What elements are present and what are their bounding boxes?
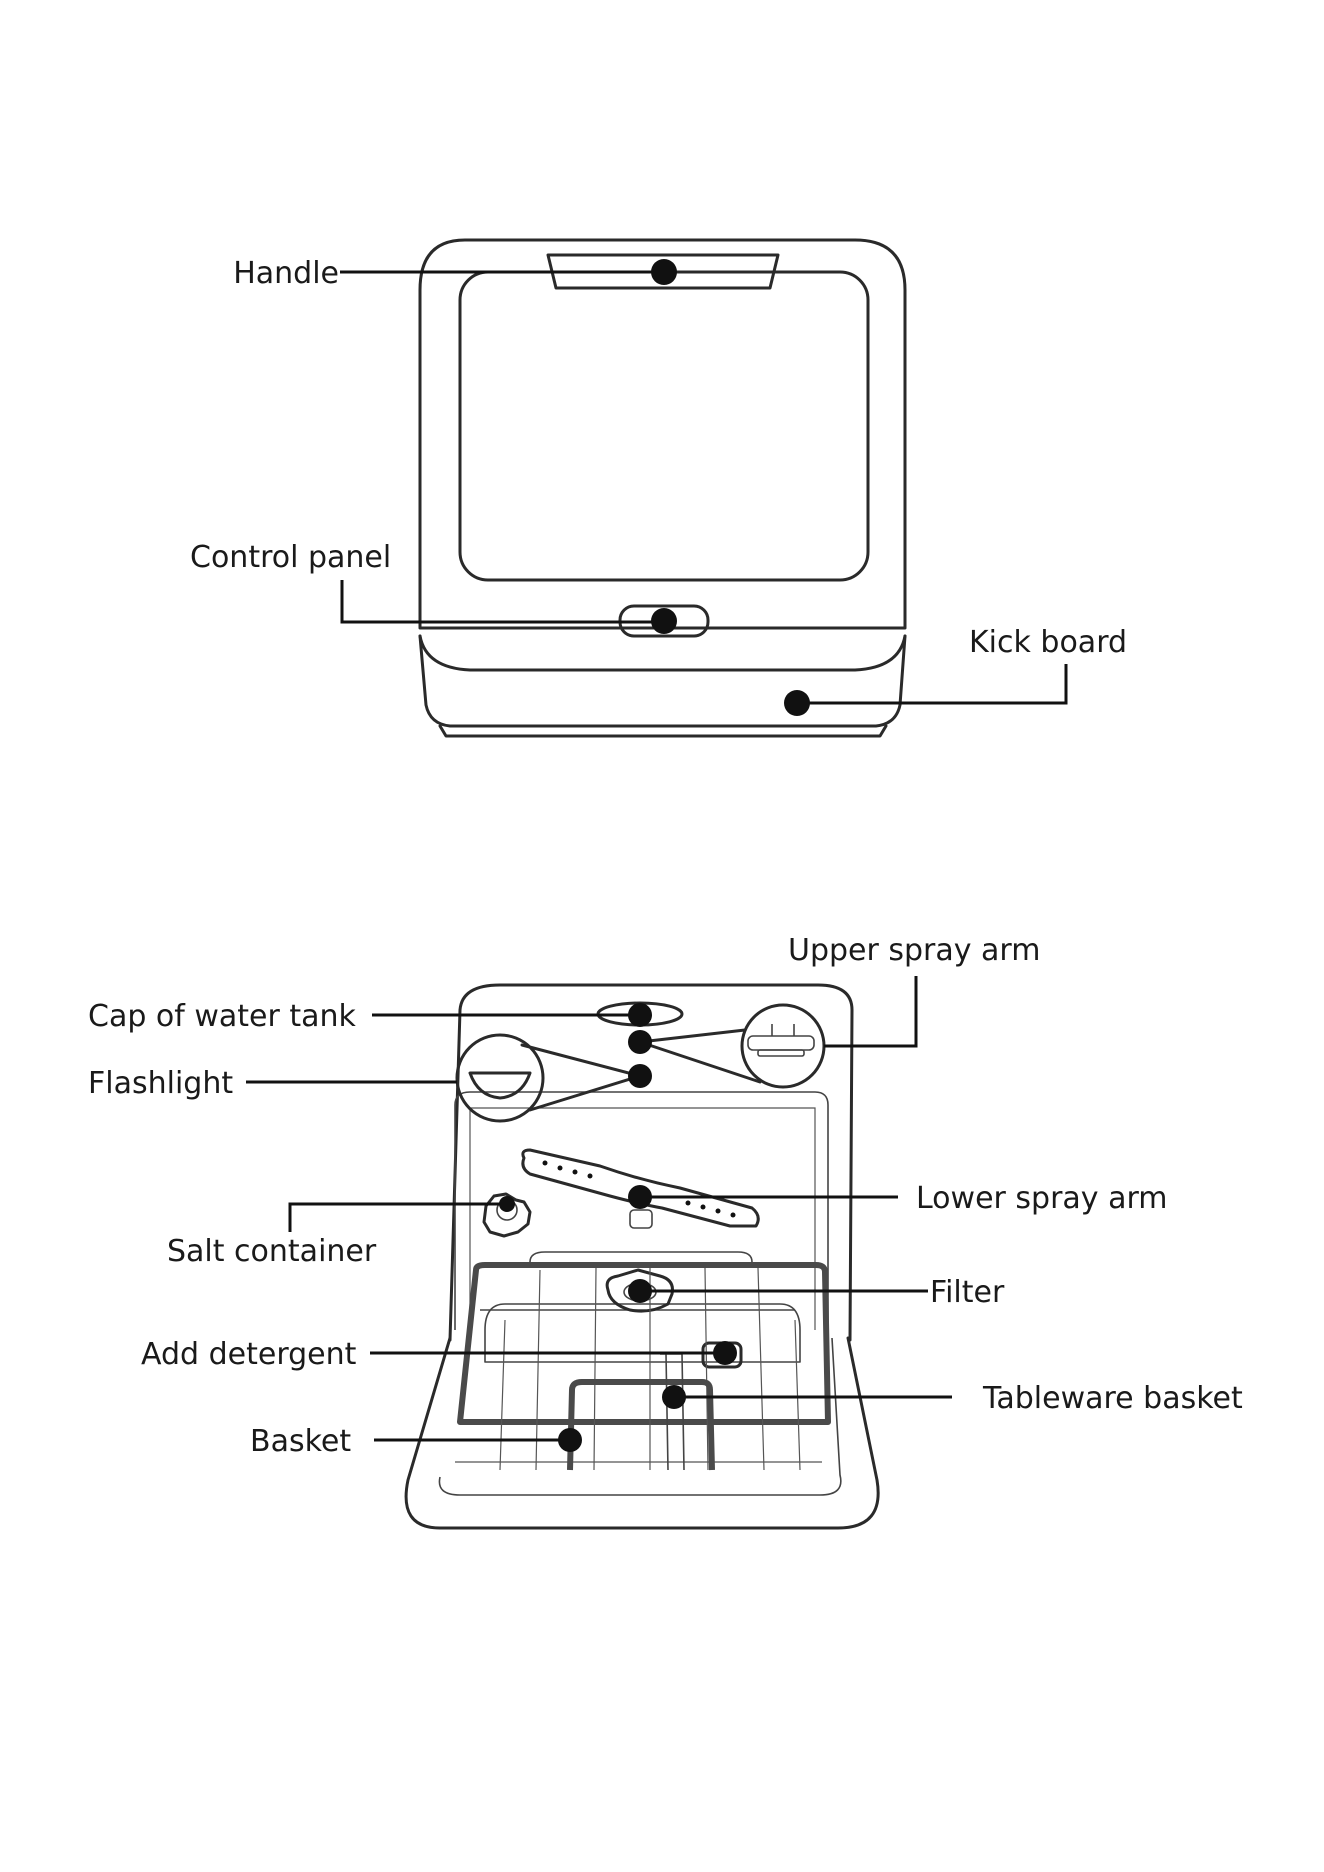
- label-tableware-basket: Tableware basket: [982, 1381, 1243, 1416]
- basket-dot: [558, 1428, 582, 1452]
- lower-spray-arm-dot: [628, 1185, 652, 1209]
- salt-container-leader: [290, 1204, 507, 1232]
- control-panel-dot: [651, 608, 677, 634]
- filter-dot: [628, 1279, 652, 1303]
- closed-dishwasher-illustration: [420, 240, 905, 736]
- flashlight-dot: [628, 1064, 652, 1088]
- handle-dot: [651, 259, 677, 285]
- label-filter: Filter: [930, 1275, 1005, 1310]
- label-basket: Basket: [250, 1424, 351, 1459]
- label-kick-board: Kick board: [969, 625, 1127, 660]
- cap-of-water-tank-dot: [628, 1003, 652, 1027]
- label-upper-spray-arm: Upper spray arm: [788, 933, 1040, 968]
- label-handle: Handle: [233, 256, 339, 291]
- label-add-detergent: Add detergent: [141, 1337, 357, 1372]
- label-salt-container: Salt container: [167, 1234, 377, 1269]
- label-flashlight: Flashlight: [88, 1066, 233, 1101]
- kick-board-dot: [784, 690, 810, 716]
- salt-container-dot: [499, 1196, 515, 1212]
- label-control-panel: Control panel: [190, 540, 391, 575]
- control-panel-leader: [342, 580, 664, 622]
- label-lower-spray-arm: Lower spray arm: [916, 1181, 1168, 1216]
- add-detergent-dot: [713, 1341, 737, 1365]
- label-cap-of-water-tank: Cap of water tank: [88, 999, 357, 1034]
- upper-spray-arm-dot: [628, 1030, 652, 1054]
- tableware-basket-dot: [662, 1385, 686, 1409]
